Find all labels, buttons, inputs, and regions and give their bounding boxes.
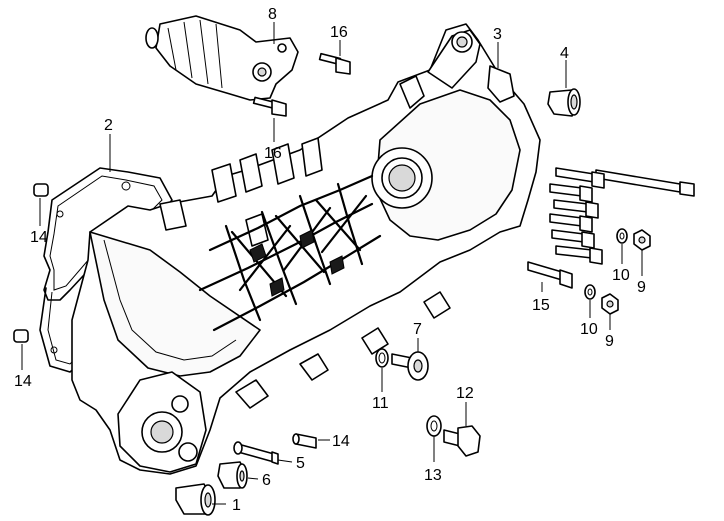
callout-7: 7	[413, 321, 422, 338]
o-ring-11	[375, 348, 389, 368]
nut-9-lower	[601, 293, 619, 315]
drain-plug-7	[391, 351, 429, 381]
callout-13: 13	[424, 467, 442, 484]
callout-8: 8	[268, 6, 277, 23]
callout-16-upper: 16	[330, 24, 348, 41]
callout-3: 3	[493, 26, 502, 43]
callout-16-lower: 16	[264, 145, 282, 162]
bushing-1	[175, 483, 216, 516]
callout-6: 6	[262, 472, 271, 489]
pin-5	[233, 441, 279, 465]
dowel-14-left-upper	[33, 183, 49, 197]
callout-4: 4	[560, 45, 569, 62]
callout-14-bottom: 14	[332, 433, 350, 450]
callout-2: 2	[104, 117, 113, 134]
callout-10-lower: 10	[580, 321, 598, 338]
washer-10-lower	[584, 284, 596, 300]
washer-13	[426, 415, 442, 437]
bushing-6	[217, 461, 248, 489]
starter-motor	[145, 15, 299, 101]
bolt-12	[443, 425, 481, 457]
callout-9-lower: 9	[605, 333, 614, 350]
leader-lines	[21, 22, 643, 505]
dowel-14-bottom	[292, 433, 317, 449]
callout-15: 15	[532, 297, 550, 314]
crankcase-half	[71, 23, 541, 475]
bushing-4	[547, 88, 581, 117]
bolt-set-15	[527, 167, 695, 289]
dowel-14-left-lower	[13, 329, 29, 343]
callout-12: 12	[456, 385, 474, 402]
callout-1: 1	[232, 497, 241, 514]
bolt-16-lower	[252, 96, 287, 117]
washer-10-upper	[616, 228, 628, 244]
crankcase-rib-lattice	[198, 174, 382, 332]
callout-11: 11	[372, 395, 389, 412]
callout-labels: 8 16 16 3 4 2 14 14 14 5 6 1 7 11 12 13 …	[14, 6, 646, 514]
callout-14-left-lower: 14	[14, 373, 32, 390]
callout-9-upper: 9	[637, 279, 646, 296]
callout-10-upper: 10	[612, 267, 630, 284]
nut-9-upper	[633, 229, 651, 251]
callout-5: 5	[296, 455, 305, 472]
callout-14-left-upper: 14	[30, 229, 48, 246]
bolt-16-upper	[318, 52, 351, 75]
